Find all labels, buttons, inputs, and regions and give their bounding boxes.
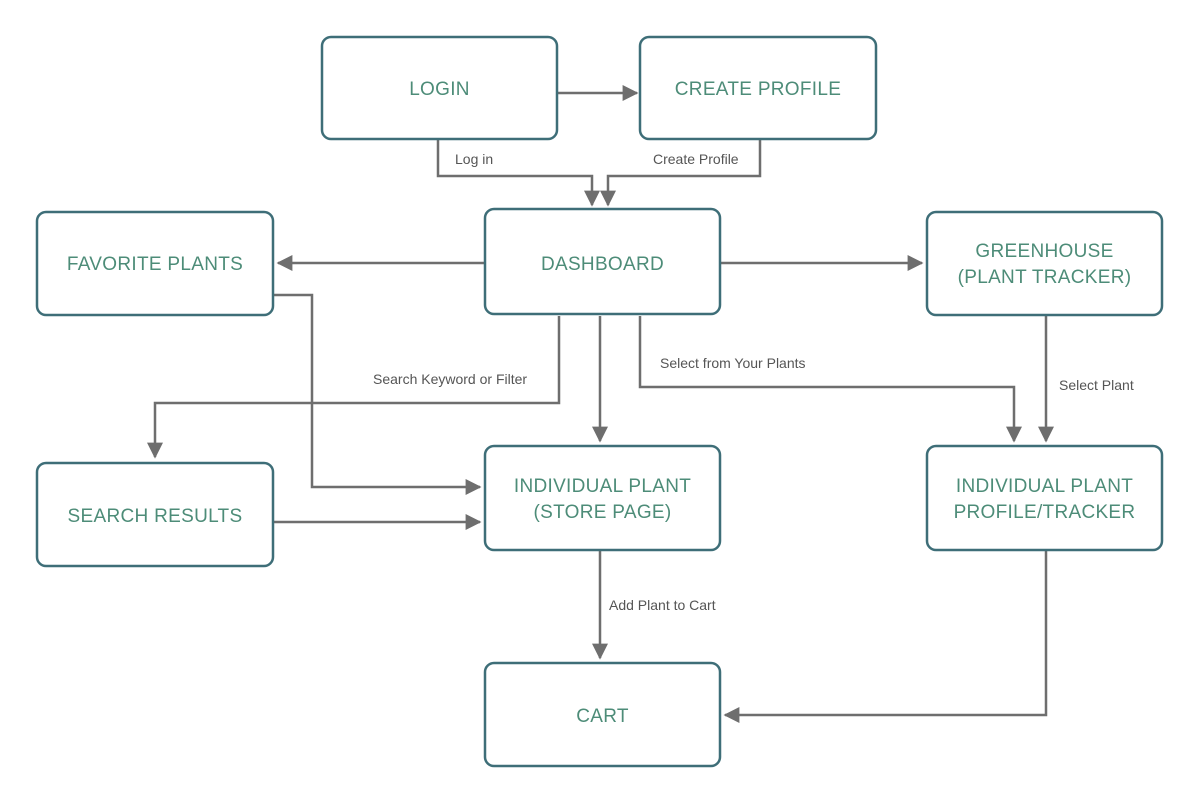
edge-label-log-in: Log in [455, 151, 493, 167]
edge-label-select-plant: Select Plant [1059, 377, 1134, 393]
edge-label-select-from-your-plants: Select from Your Plants [660, 355, 806, 371]
node-dashboard-box [483, 207, 722, 316]
node-cart-label: CART [576, 706, 629, 727]
node-create-profile-label: CREATE PROFILE [675, 79, 841, 100]
node-search-results-box [35, 461, 275, 568]
edge-favorite-plants-to-individual-plant-store [274, 293, 482, 495]
node-individual-plant-profile: INDIVIDUAL PLANT PROFILE/TRACKER [925, 444, 1164, 552]
node-dashboard-label: DASHBOARD [541, 254, 664, 275]
node-search-results: SEARCH RESULTS [35, 461, 275, 568]
node-login-label: LOGIN [409, 79, 470, 100]
node-login-box [320, 35, 559, 141]
node-dashboard: DASHBOARD [483, 207, 722, 316]
node-greenhouse: GREENHOUSE (PLANT TRACKER) [925, 210, 1164, 317]
node-individual-plant-store: INDIVIDUAL PLANT (STORE PAGE) [483, 444, 722, 552]
edge-dashboard-to-individual-plant-profile [638, 316, 1022, 443]
node-individual-plant-profile-label-line-1: INDIVIDUAL PLANT [956, 476, 1133, 497]
edges: Log in Create Profile Search Keyword or … [147, 85, 1134, 723]
node-individual-plant-store-label-line-2: (STORE PAGE) [533, 502, 671, 523]
node-create-profile: CREATE PROFILE [638, 35, 878, 141]
node-individual-plant-profile-label-line-2: PROFILE/TRACKER [954, 502, 1136, 523]
node-create-profile-box [638, 35, 878, 141]
edge-label-create-profile: Create Profile [653, 151, 739, 167]
node-search-results-label: SEARCH RESULTS [68, 506, 243, 527]
node-greenhouse-label-line-1: GREENHOUSE [975, 241, 1113, 262]
nodes: LOGIN CREATE PROFILE FAVORITE PLANTS DAS… [35, 35, 1164, 768]
node-favorite-plants-box [35, 210, 275, 317]
node-favorite-plants-label: FAVORITE PLANTS [67, 254, 243, 275]
node-individual-plant-store-box [483, 444, 722, 552]
node-individual-plant-store-label-line-1: INDIVIDUAL PLANT [514, 476, 691, 497]
edge-login-to-dashboard [436, 140, 600, 207]
node-individual-plant-profile-box [925, 444, 1164, 552]
node-cart: CART [483, 661, 722, 768]
node-favorite-plants: FAVORITE PLANTS [35, 210, 275, 317]
node-greenhouse-label-line-2: (PLANT TRACKER) [958, 267, 1132, 288]
edge-dashboard-to-search-results [147, 316, 561, 459]
edge-label-add-plant-to-cart: Add Plant to Cart [609, 597, 716, 613]
edge-label-search-keyword-or-filter: Search Keyword or Filter [373, 371, 527, 387]
edge-individual-plant-profile-to-cart [723, 551, 1048, 723]
node-greenhouse-box [925, 210, 1164, 317]
node-login: LOGIN [320, 35, 559, 141]
edge-create-profile-to-dashboard [600, 140, 762, 207]
node-cart-box [483, 661, 722, 768]
